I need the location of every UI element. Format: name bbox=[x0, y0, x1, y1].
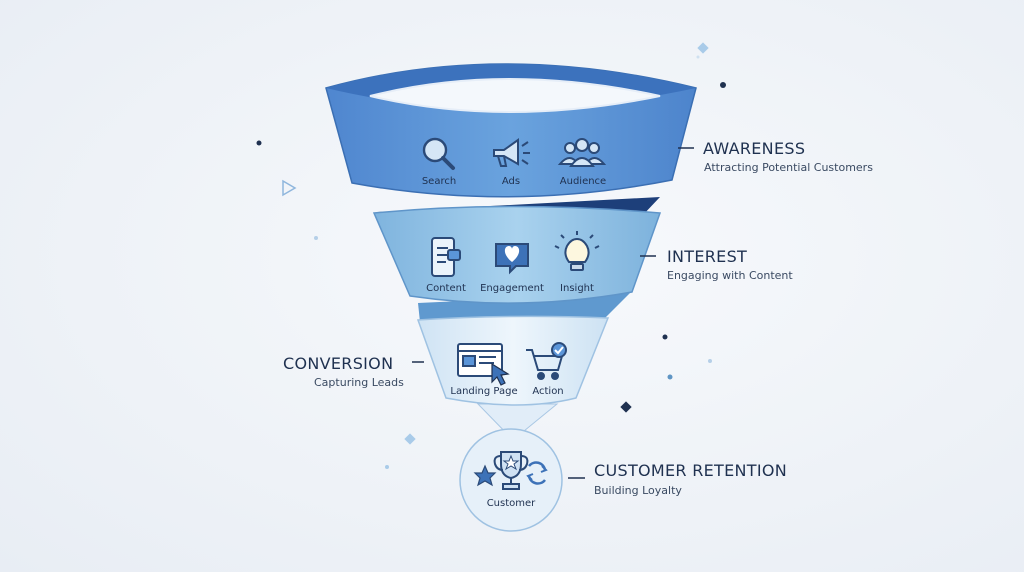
customer-label: Customer bbox=[487, 498, 536, 509]
background-decorations bbox=[256, 42, 726, 469]
awareness-subtitle: Attracting Potential Customers bbox=[704, 161, 873, 174]
engagement-label: Engagement bbox=[480, 283, 544, 294]
lightbulb-icon bbox=[554, 231, 600, 271]
action-label: Action bbox=[532, 386, 563, 397]
trophy-loyalty-icon bbox=[473, 451, 548, 490]
conversion-band bbox=[416, 315, 610, 406]
retention-title: CUSTOMER RETENTION bbox=[594, 461, 787, 480]
conversion-subtitle: Capturing Leads bbox=[314, 376, 404, 389]
mobile-content-icon bbox=[431, 237, 461, 277]
megaphone-icon bbox=[493, 138, 530, 167]
audience-label: Audience bbox=[560, 176, 606, 187]
cart-check-icon bbox=[526, 342, 567, 380]
heart-chat-icon bbox=[495, 243, 529, 275]
conversion-title: CONVERSION bbox=[283, 354, 393, 373]
conversion-stage: Landing Page Action CONVERSION Capturing… bbox=[283, 315, 610, 406]
retention-subtitle: Building Loyalty bbox=[594, 484, 682, 497]
interest-title: INTEREST bbox=[667, 247, 747, 266]
interest-stage: Content Engagement Insight INTEREST Enga… bbox=[372, 205, 793, 304]
audience-icon bbox=[557, 138, 607, 167]
landing-page-icon bbox=[457, 343, 510, 386]
search-icon bbox=[422, 137, 455, 170]
awareness-stage: Search Ads Audience AWARENESS Attracting… bbox=[325, 63, 873, 198]
search-label: Search bbox=[422, 176, 456, 187]
retention-stage: Customer CUSTOMER RETENTION Building Loy… bbox=[459, 428, 787, 532]
insight-label: Insight bbox=[560, 283, 594, 294]
landing-page-label: Landing Page bbox=[450, 386, 517, 397]
interest-subtitle: Engaging with Content bbox=[667, 269, 793, 282]
awareness-title: AWARENESS bbox=[703, 139, 805, 158]
funnel-opening bbox=[369, 78, 661, 113]
content-label: Content bbox=[426, 283, 466, 294]
ads-label: Ads bbox=[502, 176, 520, 187]
